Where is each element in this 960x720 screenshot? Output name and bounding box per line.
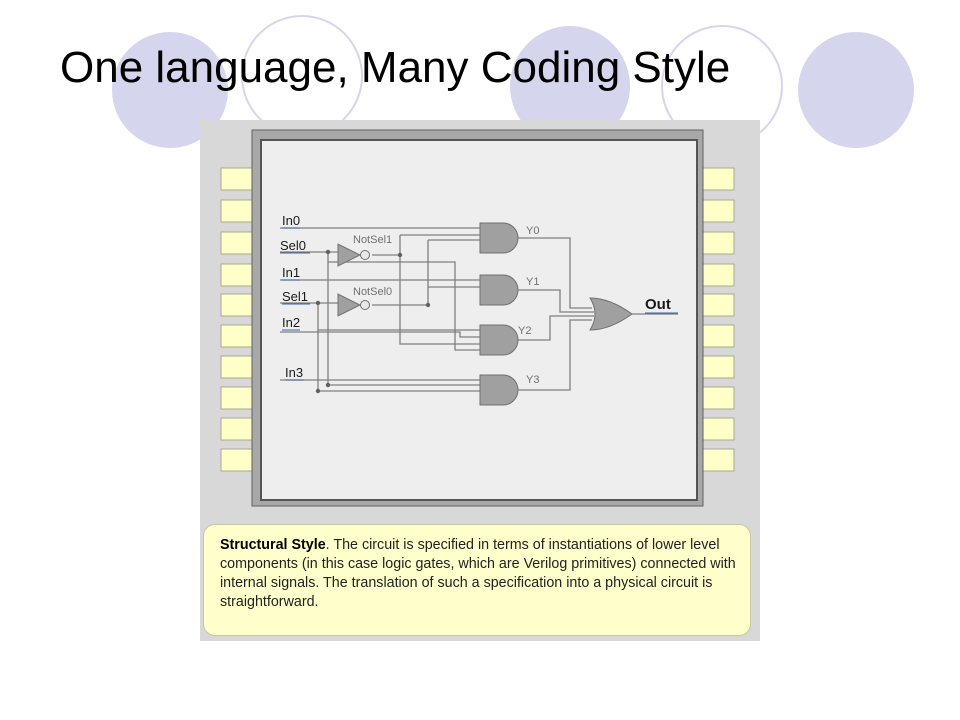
wire-y2 — [518, 315, 594, 341]
junctions — [315, 249, 431, 394]
right-pins — [697, 167, 735, 472]
caption-text: . The circuit is specified in terms of i… — [220, 537, 736, 610]
inverter-notsel1: NotSel1 — [337, 234, 392, 267]
and-gate-shape — [479, 274, 519, 306]
wire-y1 — [518, 289, 594, 313]
junction-dot — [397, 252, 403, 258]
and-gate-shape — [479, 222, 519, 254]
caption-heading: Structural Style — [220, 537, 326, 553]
wire-notsel1-and2 — [399, 235, 480, 345]
junction-dot — [315, 300, 321, 306]
decorative-circles — [112, 15, 914, 148]
wire-y3 — [518, 319, 592, 391]
chip-face — [260, 139, 698, 501]
circuit-figure: NotSel1 NotSel0 Y0 Y1 Y2 Y3 In0 S — [200, 120, 760, 641]
input-label-sel0: Sel0 — [280, 238, 306, 253]
output-label-y1: Y1 — [526, 276, 539, 288]
caption-box: Structural Style. The circuit is specifi… — [203, 524, 751, 636]
net-label-notsel1: NotSel1 — [353, 234, 392, 246]
and-gate-y2: Y2 — [479, 324, 531, 356]
inverter-triangle — [337, 243, 362, 267]
junction-dot — [315, 388, 321, 394]
input-label-in2: In2 — [282, 315, 300, 330]
junction-dot — [325, 249, 331, 255]
junction-dot — [325, 382, 331, 388]
and-gate-y1: Y1 — [479, 274, 539, 306]
input-label-sel1: Sel1 — [282, 289, 308, 304]
wires — [280, 227, 678, 392]
inverter-notsel0: NotSel0 — [337, 286, 392, 317]
or-gate — [589, 297, 633, 331]
inverter-triangle — [337, 293, 362, 317]
input-label-in1: In1 — [282, 265, 300, 280]
input-label-in0: In0 — [282, 213, 300, 228]
slide-title: One language, Many Coding Style — [60, 43, 731, 92]
output-label-out: Out — [645, 296, 671, 313]
wire-y0 — [518, 237, 592, 309]
circuit-diagram: NotSel1 NotSel0 Y0 Y1 Y2 Y3 In0 S — [200, 120, 760, 524]
inverter-bubble — [360, 250, 370, 260]
and-gate-y3: Y3 — [479, 374, 539, 406]
and-gate-shape — [479, 374, 519, 406]
inverter-bubble — [360, 300, 370, 310]
decor-circle-5 — [798, 32, 914, 148]
input-label-in3: In3 — [285, 365, 303, 380]
left-pins — [220, 167, 258, 472]
wire-sel0-and1 — [327, 252, 480, 351]
junction-dot — [425, 302, 431, 308]
wire-in2 — [280, 331, 480, 338]
output-label-y3: Y3 — [526, 374, 539, 386]
label-underlines — [280, 227, 678, 381]
decor-circle-3 — [510, 26, 630, 146]
and-gate-shape — [479, 324, 519, 356]
output-label-y2: Y2 — [518, 325, 531, 337]
output-label-y0: Y0 — [526, 225, 539, 237]
decor-circle-1 — [112, 32, 228, 148]
input-labels: In0 Sel0 In1 Sel1 In2 In3 — [280, 213, 308, 380]
and-gate-y0: Y0 — [479, 222, 539, 254]
net-label-notsel0: NotSel0 — [353, 286, 392, 298]
